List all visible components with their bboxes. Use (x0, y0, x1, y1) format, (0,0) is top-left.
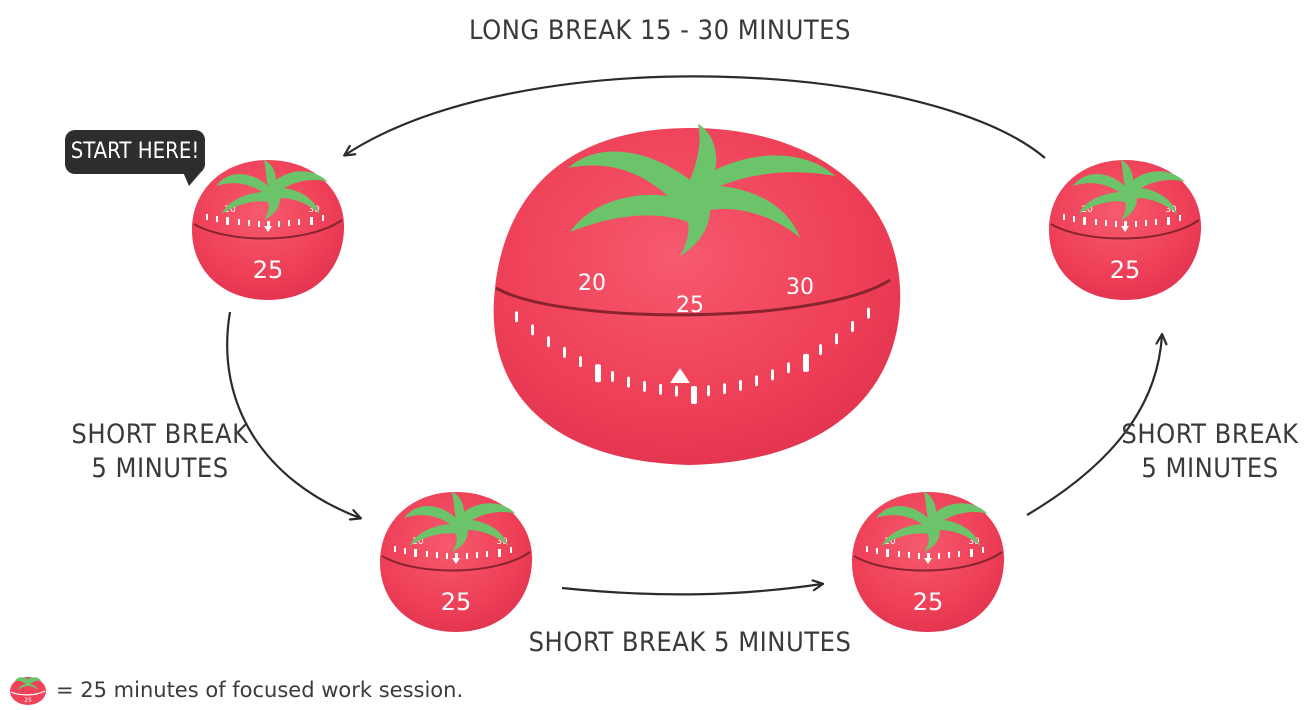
dial-minor-tick (771, 369, 774, 381)
short-break-right-label: SHORT BREAK 5 MINUTES (1110, 418, 1309, 486)
dial-number-right: 30 (786, 275, 814, 300)
short-break-left-label: SHORT BREAK 5 MINUTES (40, 418, 280, 486)
small-tomato-topright (1048, 159, 1203, 301)
dial-minor-tick (547, 336, 550, 348)
short-break-bottom-label: SHORT BREAK 5 MINUTES (528, 627, 852, 658)
dial-minor-tick (739, 379, 742, 391)
arrow-short-break-bottom (561, 584, 822, 596)
dial-minor-tick (819, 344, 822, 356)
arrow-long-break (345, 75, 1046, 159)
start-here-badge: START HERE! (65, 130, 205, 186)
legend: 25 = 25 minutes of focused work session. (8, 672, 463, 708)
legend-text: = 25 minutes of focused work session. (56, 678, 464, 702)
small-tomato-legend-icon: 25 (10, 677, 46, 705)
dial-major-tick (595, 364, 601, 383)
dial-major-tick (691, 386, 697, 405)
dial-minor-tick (531, 324, 534, 336)
long-break-label: LONG BREAK 15 - 30 MINUTES (469, 15, 851, 46)
large-tomato-timer-icon: 20 25 30 (493, 124, 901, 465)
dial-minor-tick (627, 376, 630, 388)
dial-minor-tick (611, 371, 614, 383)
arrow-short-break-right (1026, 335, 1162, 516)
dial-minor-tick (563, 346, 566, 358)
short-break-left-line-1: SHORT BREAK (71, 419, 249, 450)
dial-minor-tick (867, 307, 870, 319)
dial-pointer-icon (670, 368, 690, 383)
small-tomato-bottomleft (379, 491, 534, 633)
stem-leaf-icon (568, 124, 835, 256)
dial-minor-tick (787, 362, 790, 374)
dial-number-left: 20 (578, 271, 606, 296)
arrow-short-break-left (226, 311, 360, 518)
dial-minor-tick (707, 385, 710, 397)
dial-minor-tick (643, 380, 646, 392)
dial-minor-tick (723, 383, 726, 395)
dial-minor-tick (515, 311, 518, 323)
dial-minor-tick (579, 356, 582, 368)
dial-major-tick (803, 353, 809, 372)
small-tomato-topleft (191, 159, 346, 301)
short-break-right-line-2: 5 MINUTES (1141, 452, 1279, 484)
dial-minor-tick (675, 385, 678, 397)
dial-minor-tick (851, 321, 854, 333)
short-break-left-line-2: 5 MINUTES (91, 452, 229, 484)
short-break-right-line-1: SHORT BREAK (1121, 419, 1299, 450)
svg-text:25: 25 (24, 697, 32, 704)
dial-number-center: 25 (676, 293, 704, 318)
dial-minor-tick (659, 383, 662, 395)
small-tomato-bottomright (851, 491, 1006, 633)
dial-minor-tick (835, 333, 838, 345)
dial-minor-tick (755, 375, 758, 387)
